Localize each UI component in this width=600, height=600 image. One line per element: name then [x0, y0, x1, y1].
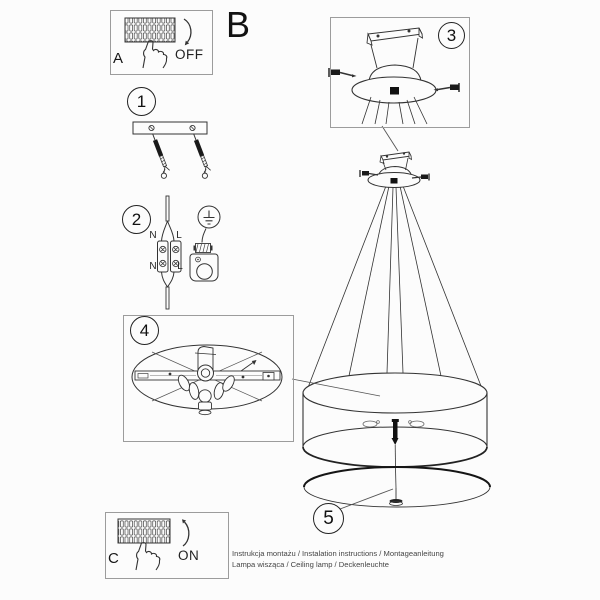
bracket-hole-icon — [148, 124, 155, 132]
terminal-block-icon — [170, 240, 182, 273]
mounting-bracket-illustration — [132, 121, 214, 180]
panel-a-box — [110, 10, 213, 75]
leader-line — [339, 488, 394, 510]
diffuser-disc-icon — [303, 466, 491, 508]
arrow-icon — [240, 362, 254, 372]
panel-c-box — [105, 512, 229, 579]
cable-icon — [165, 195, 170, 222]
earth-symbol-icon — [197, 205, 221, 229]
screw-anchor-icon — [145, 131, 173, 180]
suspension-wires-icon — [361, 96, 428, 125]
terminal-label-l-bottom: L — [177, 261, 183, 272]
section-b-label: B — [226, 4, 251, 45]
socket-icon — [197, 364, 214, 382]
pendant-lamp-illustration — [302, 151, 491, 510]
arrow-up-icon — [182, 521, 190, 547]
fuse-box-off-illustration — [124, 17, 192, 69]
footer-line-2: Lampa wisząca / Ceiling lamp / Deckenleu… — [232, 560, 390, 570]
fuse-box-on-illustration — [117, 518, 190, 571]
footer-text: Instrukcja montażu / Instalation instruc… — [232, 548, 444, 571]
terminal-label-n-top: N — [149, 230, 157, 241]
lamp-holders-icon — [177, 374, 235, 400]
shade-fixing-screw-icon — [362, 419, 425, 469]
terminal-screws-icon — [159, 245, 180, 268]
terminal-label-n-bottom: N — [149, 261, 157, 272]
footer-line-1: Instrukcja montażu / Instalation instruc… — [232, 549, 444, 558]
step-5-badge: 5 — [313, 503, 344, 534]
fuse-panel-icon — [117, 518, 171, 544]
step-4-box — [123, 315, 294, 442]
panel-a-label: A — [113, 50, 124, 67]
leader-line — [381, 125, 399, 152]
canopy-mounting-illustration — [328, 27, 460, 125]
screw-anchor-icon — [186, 131, 214, 180]
leader-line — [291, 378, 381, 397]
canopy-icon — [359, 151, 430, 188]
bracket-hole-icon — [189, 124, 196, 132]
step-3-box — [330, 17, 470, 128]
cable-clamp-icon — [189, 243, 219, 282]
step-4-badge: 4 — [130, 316, 159, 345]
step-2-badge: 2 — [122, 205, 151, 234]
suspension-wires-icon — [308, 185, 482, 387]
arrow-down-icon — [183, 18, 192, 43]
terminal-block-icon — [157, 240, 169, 273]
terminal-label-l-top: L — [176, 230, 182, 241]
fuse-panel-icon — [124, 17, 176, 43]
screw-icon — [433, 83, 460, 92]
frame-bottom-view-illustration — [131, 344, 283, 416]
step-1-badge: 1 — [127, 87, 156, 116]
screw-icon — [328, 68, 357, 78]
wiring-diagram-illustration — [157, 195, 221, 310]
cable-icon — [165, 286, 170, 310]
switch-on-label: ON — [178, 548, 200, 563]
step-3-badge: 3 — [438, 22, 465, 49]
finial-icon — [389, 499, 403, 503]
panel-c-label: C — [108, 550, 119, 567]
switch-off-label: OFF — [175, 47, 204, 62]
